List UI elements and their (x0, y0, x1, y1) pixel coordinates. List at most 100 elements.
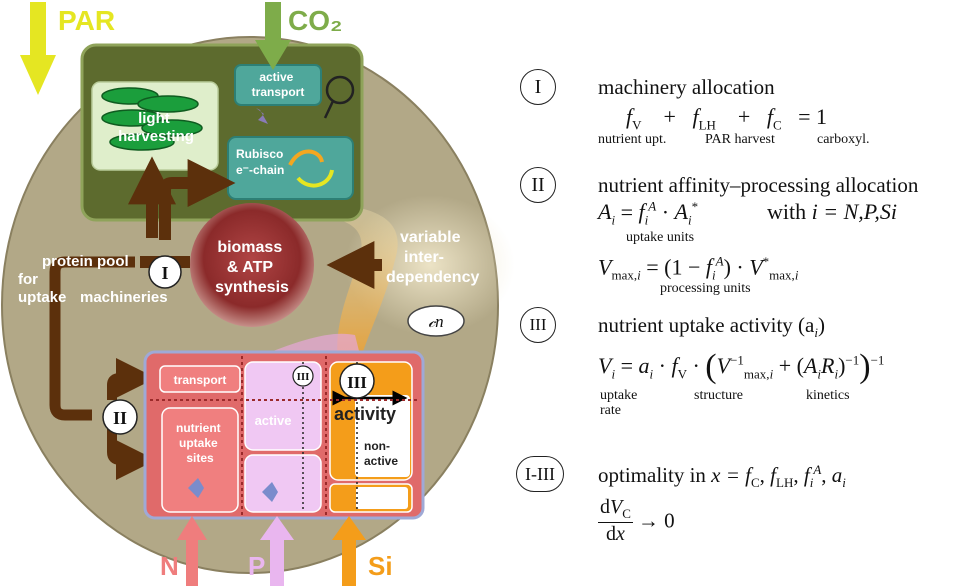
eq-I-sub1: nutrient upt. (598, 132, 667, 147)
uptake-word: uptake (179, 436, 218, 450)
eq-II-title: nutrient affinity–processing allocation (598, 173, 919, 197)
uptake-protein-icon (188, 478, 204, 498)
eq-I-marker: I (520, 69, 556, 105)
co2-arrow (255, 2, 291, 70)
thylakoid-leaf (109, 133, 175, 151)
nutrient-uptake-label: nutrient uptake sites (176, 421, 224, 465)
transport-word: transport (252, 85, 305, 99)
eq-II-marker: II (520, 167, 556, 203)
transport-label: transport (174, 373, 227, 387)
marker-III-small-label: III (297, 371, 310, 383)
eq-III-marker: III (520, 307, 556, 343)
calvin-cycle-icon (288, 149, 324, 167)
marker-III (339, 363, 375, 399)
eq-IV-title: optimality in x = fC, fLH, fiA, ai (598, 462, 846, 491)
active-transport-box (234, 64, 322, 106)
arrow-to-transport (107, 358, 156, 400)
nutrient-uptake-sites-box (161, 407, 239, 513)
eq-IV-vars: x = f (711, 463, 751, 487)
si-uptake-inner (356, 487, 408, 509)
protein-pool-l4: machineries (80, 289, 168, 306)
eq-I-sub2: PAR harvest (705, 132, 775, 147)
harvesting-label: harvesting (118, 128, 194, 145)
synthesis-word: synthesis (215, 279, 289, 296)
eq-IV-formula: dVC dx → 0 (598, 496, 675, 545)
p-arrow (260, 516, 294, 586)
protein-pool-l2: for (18, 271, 38, 288)
thylakoid-leaf (137, 95, 199, 113)
eq-II-sub1: uptake units (626, 230, 695, 245)
eq-I-formula: fV + fLH + fC = 1 (626, 104, 828, 133)
inter-word: inter- (404, 249, 444, 266)
eq-II-sub2: processing units (660, 281, 751, 296)
p-uptake-box (244, 454, 322, 513)
eq-III-formula: Vi = ai · fV · (V−1max,i + (AiRi)−1)−1 (598, 348, 885, 385)
active2-word: active (364, 454, 398, 468)
biomass-label: biomass & ATP synthesis (215, 239, 289, 296)
arrow-to-uptake-sites (107, 428, 156, 480)
e-chain-label: e⁻-chain (236, 163, 284, 177)
eq-II-formula-A: Ai = fiA · Ai* (598, 199, 699, 228)
rubisco-label: Rubisco (236, 147, 283, 161)
variable-label: variable inter- dependency (386, 229, 479, 286)
eq-III-title: nutrient uptake activity (ai) (598, 313, 825, 341)
light-harvesting-label: light harvesting (118, 110, 194, 145)
marker-I-label: I (161, 263, 168, 283)
protein-pool-l1: protein pool (42, 253, 129, 270)
eq-IV-title-text: optimality in (598, 463, 706, 487)
non-active-label: non- active (364, 439, 398, 468)
bicarbonate-pump-icon (325, 75, 355, 105)
protein-arrow-to-rubisco (159, 159, 236, 240)
eq-III-sub-rate: rate (600, 403, 621, 418)
sites-word: sites (186, 451, 214, 465)
activity-label: activity (334, 404, 396, 424)
eq-III-sub-uptake: uptake (600, 388, 638, 403)
pump-stem-icon (323, 100, 335, 119)
marker-III-label: III (347, 373, 367, 392)
light-label: light (138, 110, 170, 127)
eq-III-sub-structure: structure (694, 388, 743, 403)
protein-pool-label: protein pool for uptake machineries (18, 253, 168, 306)
eq-II-index: i = N,P,Si (811, 199, 897, 224)
thylakoid-leaf (101, 109, 163, 127)
variable-word: variable (400, 229, 461, 246)
si-arrow (332, 516, 366, 586)
n-label: N (160, 551, 179, 581)
par-label: PAR (58, 5, 115, 36)
eq-IV-marker: I-III (516, 456, 564, 492)
biomass-word: biomass (217, 239, 282, 256)
active-transport-label: active transport (252, 70, 305, 99)
marker-II-label: II (113, 408, 127, 428)
marker-I (148, 255, 182, 289)
marker-III-small (292, 365, 314, 387)
nutrient-word: nutrient (176, 421, 221, 435)
active-label: active (255, 413, 292, 428)
active-word: active (259, 70, 293, 84)
marker-II (102, 399, 138, 435)
eq-III-title-text: nutrient uptake activity (598, 313, 793, 337)
eq-I-sub3: carboxyl. (817, 132, 870, 147)
dependency-word: dependency (386, 269, 479, 286)
cn-badge (407, 305, 465, 337)
par-arrow (20, 2, 56, 95)
eq-II-with: with i = N,P,Si (767, 199, 897, 225)
thylakoid-leaf (141, 119, 203, 137)
p-protein-icon (262, 482, 278, 502)
atp-word: & ATP (227, 259, 274, 276)
eq-I-title: machinery allocation (598, 75, 775, 99)
co2-label: CO₂ (288, 5, 342, 36)
protein-arrow-to-uptake (49, 256, 135, 421)
protein-pool-l3: uptake (18, 289, 66, 306)
si-nonactive-box (355, 395, 410, 477)
transporter-protein-icon (256, 108, 268, 124)
si-label: Si (368, 551, 393, 581)
transport-box (159, 365, 241, 393)
eq-IV-arrow: → 0 (637, 508, 675, 533)
cn-label: 𝒸n (428, 312, 443, 331)
eq-II-formula-V: Vmax,i = (1 − fiA) · V*max,i (598, 254, 799, 283)
biomass-atp-synthesis (190, 203, 314, 327)
p-label: P (248, 551, 265, 581)
eq-III-sub-kinetics: kinetics (806, 388, 850, 403)
eq-III-title-sym: (a (798, 313, 815, 337)
